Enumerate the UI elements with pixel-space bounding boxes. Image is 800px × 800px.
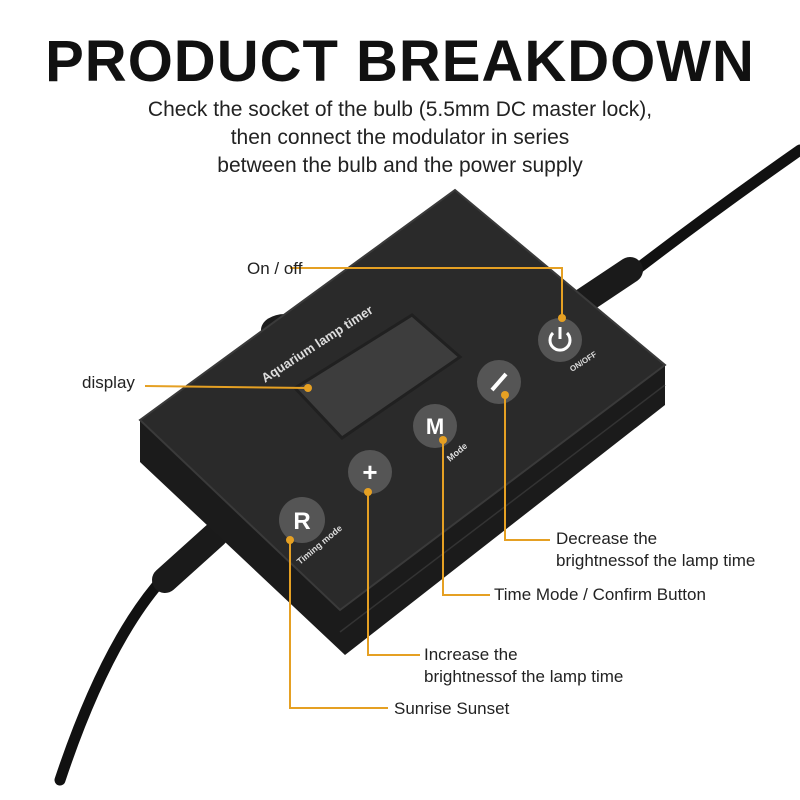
callout-increase-1: Increase the xyxy=(424,645,518,664)
power-button[interactable] xyxy=(538,318,582,362)
device-face xyxy=(138,188,667,612)
minus-button[interactable] xyxy=(477,360,521,404)
plus-button-label: + xyxy=(362,457,377,487)
device-seam xyxy=(339,384,666,633)
cable-strain-relief-left xyxy=(152,522,228,593)
power-icon xyxy=(548,331,572,352)
page-title: PRODUCT BREAKDOWN xyxy=(45,29,755,94)
callout-sunrise-sunset: Sunrise Sunset xyxy=(394,699,510,718)
callout-dots xyxy=(286,314,566,544)
display-screen xyxy=(292,313,463,440)
reset-button-label: R xyxy=(293,508,310,535)
subtitle-line-2: then connect the modulator in series xyxy=(230,126,570,149)
callout-increase-2: brightnessof the lamp time xyxy=(424,667,624,686)
callout-on-off: On / off xyxy=(247,259,303,278)
callout-lines xyxy=(144,267,563,709)
mode-button-label: M xyxy=(426,414,444,439)
mode-button[interactable]: M xyxy=(413,404,457,448)
callout-time-mode: Time Mode / Confirm Button xyxy=(494,585,706,604)
callout-decrease-1: Decrease the xyxy=(556,529,658,548)
subtitle-line-1: Check the socket of the bulb (5.5mm DC m… xyxy=(147,98,653,121)
device-side xyxy=(140,365,665,655)
plus-button[interactable]: + xyxy=(348,450,392,494)
callout-display: display xyxy=(82,373,135,392)
reset-button[interactable]: R xyxy=(279,497,325,543)
minus-icon xyxy=(490,372,508,392)
callout-decrease-2: brightnessof the lamp time xyxy=(556,551,756,570)
subtitle-line-3: between the bulb and the power supply xyxy=(217,154,583,177)
